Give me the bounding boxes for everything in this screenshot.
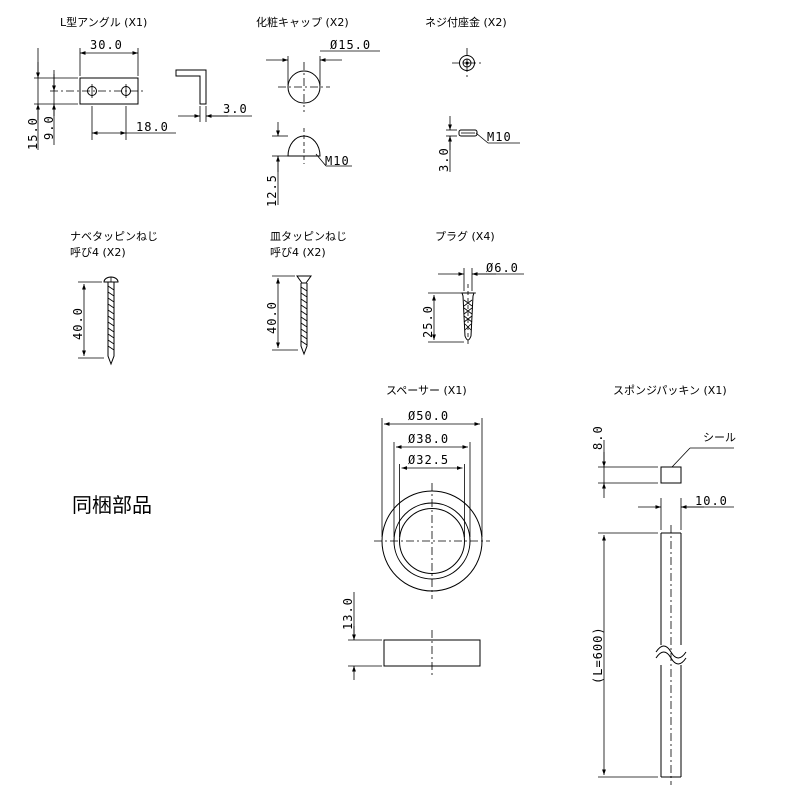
flat-screw-group: 皿タッピンねじ 呼び4 (X2) 40.0 xyxy=(265,230,347,356)
sponge-seal-label: シール xyxy=(703,431,736,444)
pan-screw-head xyxy=(103,276,119,283)
l-angle-side-profile xyxy=(175,69,207,105)
sponge-cross-section xyxy=(660,466,682,484)
flat-screw-length-dim: 40.0 xyxy=(265,301,279,334)
pan-screw-group: ナベタッピンねじ 呼び4 (X2) 40.0 xyxy=(70,230,158,366)
pan-screw-length-dim: 40.0 xyxy=(71,307,85,340)
l-angle-hole-pitch-dim: 18.0 xyxy=(136,120,169,134)
l-angle-width-dim: 30.0 xyxy=(90,38,123,52)
flat-screw-spec: 呼び4 (X2) xyxy=(270,246,326,259)
screw-seat-group: ネジ付座金 (X2) M10 3.0 xyxy=(425,15,520,172)
sponge-width-dim: 10.0 xyxy=(695,494,728,508)
sponge-break-mark-top xyxy=(655,645,687,659)
plug-caption: プラグ (X4) xyxy=(435,229,495,243)
l-angle-height-dim: 15.0 xyxy=(26,117,40,150)
sponge-packing-group: スポンジパッキン (X1) シール 8.0 10.0 (L=600) xyxy=(591,384,736,785)
sponge-packing-caption: スポンジパッキン (X1) xyxy=(613,384,727,397)
spacer-group: スペーサー (X1) Ø50.0 Ø38.0 Ø32.5 13.0 xyxy=(341,384,490,680)
plug-length-dim: 25.0 xyxy=(421,305,435,338)
screw-seat-caption: ネジ付座金 (X2) xyxy=(425,15,507,29)
flat-screw-head xyxy=(296,275,312,284)
spacer-caption: スペーサー (X1) xyxy=(386,384,467,397)
l-angle-thickness-dim: 3.0 xyxy=(223,102,248,116)
screw-seat-thread-dim: M10 xyxy=(487,130,512,144)
cosmetic-cap-top-view xyxy=(287,70,321,104)
screw-seat-height-dim: 3.0 xyxy=(437,147,451,172)
page-title: 同梱部品 xyxy=(72,493,152,517)
flat-screw-shank xyxy=(300,283,308,356)
plug-diameter-dim: Ø6.0 xyxy=(486,261,519,275)
pan-screw-shank xyxy=(107,282,115,366)
sponge-length-dim: (L=600) xyxy=(591,626,605,684)
flat-screw-caption: 皿タッピンねじ xyxy=(270,230,347,243)
spacer-inner-diameter-dim: Ø32.5 xyxy=(408,453,449,467)
pan-screw-spec: 呼び4 (X2) xyxy=(70,246,126,259)
spacer-outer-diameter-dim: Ø50.0 xyxy=(408,409,449,423)
l-angle-group: L型アングル (X1) 30.0 15.0 9.0 18.0 xyxy=(26,15,252,150)
sponge-thickness-dim: 8.0 xyxy=(591,425,605,450)
spacer-inner-ring xyxy=(399,508,465,574)
l-angle-caption: L型アングル (X1) xyxy=(60,15,147,29)
cosmetic-cap-diameter-dim: Ø15.0 xyxy=(330,38,371,52)
cosmetic-cap-group: 化粧キャップ (X2) Ø15.0 M10 12.5 xyxy=(256,15,380,207)
cosmetic-cap-height-dim: 12.5 xyxy=(265,174,279,207)
plug-group: プラグ (X4) Ø6.0 25.0 xyxy=(421,229,524,344)
spacer-middle-diameter-dim: Ø38.0 xyxy=(408,432,449,446)
l-angle-hole-offset-dim: 9.0 xyxy=(42,115,56,140)
cosmetic-cap-thread-dim: M10 xyxy=(325,154,350,168)
spacer-thickness-dim: 13.0 xyxy=(341,597,355,630)
cosmetic-cap-caption: 化粧キャップ (X2) xyxy=(256,15,349,29)
pan-screw-caption: ナベタッピンねじ xyxy=(70,230,158,243)
screw-seat-side-view xyxy=(458,129,478,137)
